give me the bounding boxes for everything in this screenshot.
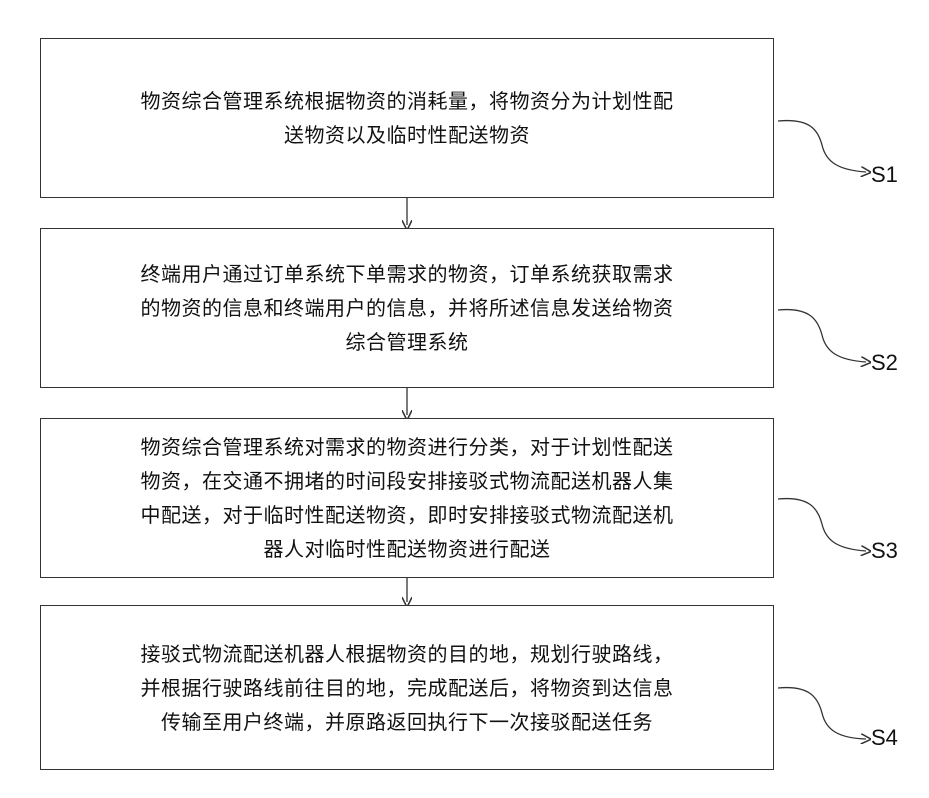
step-text-s2: 终端用户通过订单系统下单需求的物资，订单系统获取需求 的物资的信息和终端用户的信… [141,257,674,359]
step-label-s2: S2 [871,350,898,376]
step-label-s4: S4 [871,725,898,751]
step-box-s4: 接驳式物流配送机器人根据物资的目的地，规划行驶路线， 并根据行驶路线前往目的地，… [40,605,774,770]
leader-s4 [778,688,866,739]
step-text-s1: 物资综合管理系统根据物资的消耗量，将物资分为计划性配 送物资以及临时性配送物资 [141,84,674,152]
step-box-s3: 物资综合管理系统对需求的物资进行分类，对于计划性配送 物资，在交通不拥堵的时间段… [40,418,774,578]
leader-s1 [778,121,866,172]
step-label-s3: S3 [871,538,898,564]
leader-s2 [778,310,866,362]
step-text-s3: 物资综合管理系统对需求的物资进行分类，对于计划性配送 物资，在交通不拥堵的时间段… [141,430,674,566]
step-text-s4: 接驳式物流配送机器人根据物资的目的地，规划行驶路线， 并根据行驶路线前往目的地，… [141,637,674,739]
step-box-s1: 物资综合管理系统根据物资的消耗量，将物资分为计划性配 送物资以及临时性配送物资 [40,38,774,198]
leader-s3 [778,499,866,551]
step-label-s1: S1 [871,162,898,188]
step-box-s2: 终端用户通过订单系统下单需求的物资，订单系统获取需求 的物资的信息和终端用户的信… [40,228,774,388]
